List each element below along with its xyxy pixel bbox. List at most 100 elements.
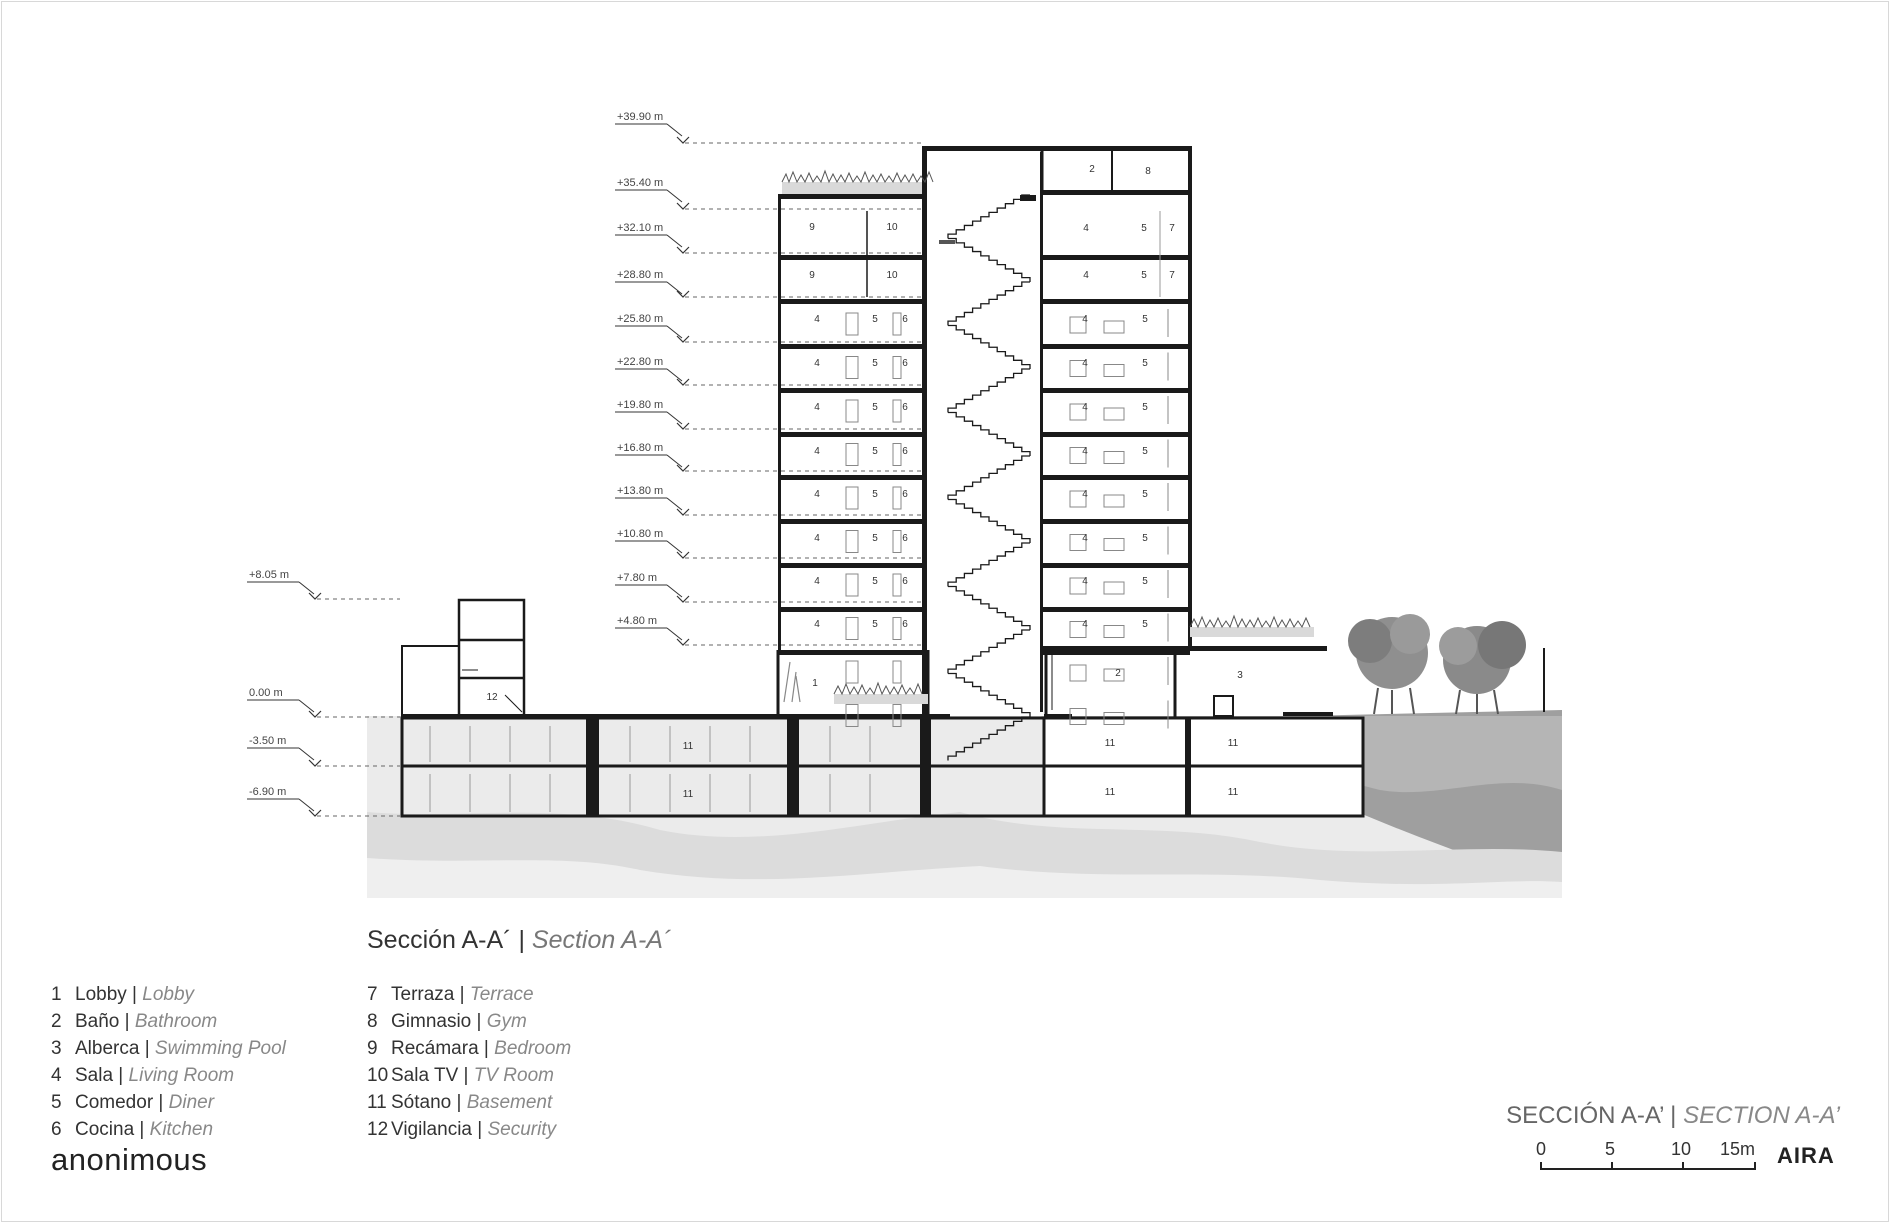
level-marker: +13.80 m [615,485,925,516]
legend-separator: | [471,1011,487,1032]
room-number-bedroom: 9 [809,222,815,233]
room-number-diner: 5 [1142,358,1148,369]
legend-separator: | [134,1119,150,1140]
left-annex [401,598,526,720]
room-number-diner: 5 [1141,223,1147,234]
room-number-living: 4 [1082,446,1088,457]
room-number-diner: 5 [872,489,878,500]
room-number-terrace: 7 [1169,270,1175,281]
legend-number: 7 [367,984,378,1005]
room-number-basement: 11 [1228,738,1239,749]
legend-separator: | [139,1038,155,1059]
section-title-es: Sección A-A´ [367,926,512,954]
legend-separator: | [451,1092,467,1113]
legend-label-en: Basement [466,1092,553,1113]
room-number-basement: 11 [1105,787,1116,798]
legend-label-es: Gimnasio [391,1011,472,1032]
legend-label-en: Living Room [128,1065,235,1086]
room-number-kitchen: 6 [902,489,908,500]
room-number-living: 4 [814,358,820,369]
level-marker: +8.05 m [247,569,400,600]
room-number-diner: 5 [1142,533,1148,544]
scale-label-0: 0 [1536,1139,1547,1159]
room-number-diner: 5 [1142,314,1148,325]
room-number-living: 4 [1082,489,1088,500]
room-number-kitchen: 6 [902,402,908,413]
legend-label-en: Lobby [142,984,195,1005]
legend-label-es: Lobby [75,984,127,1005]
title-block-es: SECCIÓN A-A’ [1506,1102,1664,1129]
room-number-kitchen: 6 [902,446,908,457]
legend-label-en: Bedroom [494,1038,572,1059]
legend-label-en: Terrace [469,984,534,1005]
legend-label-en: Diner [168,1092,215,1113]
title-block-title: SECCIÓN A-A’ | SECTION A-A’ [1506,1102,1840,1130]
room-number-kitchen: 6 [902,358,908,369]
legend-number: 8 [367,1011,378,1032]
room-number-bathroom: 2 [1115,668,1121,679]
legend-label-es: Comedor [75,1092,154,1113]
legend-separator: | [471,1119,488,1140]
room-number-tv: 10 [886,222,898,233]
level-label: -3.50 m [249,735,286,747]
title-block-en: SECTION A-A’ [1683,1102,1840,1129]
ground-slab [402,712,1333,719]
room-number-diner: 5 [872,358,878,369]
brand-anonimous: anonimous [51,1142,208,1177]
title-block-sep: | [1663,1102,1684,1129]
legend-separator: | [113,1065,129,1086]
level-label: +35.40 m [617,177,663,189]
room-number-kitchen: 6 [902,619,908,630]
room-number-living: 4 [1083,270,1089,281]
legend-label-es: Cocina [75,1119,135,1140]
room-number-living: 4 [1082,533,1088,544]
legend-label-es: Terraza [391,984,455,1005]
scale-label-15m: 15m [1720,1139,1756,1159]
level-marker: +7.80 m [615,572,925,603]
scale-label-10: 10 [1671,1139,1692,1159]
legend-separator: | [153,1092,169,1113]
room-number-diner: 5 [1142,619,1148,630]
room-number-living: 4 [1082,314,1088,325]
room-number-basement: 11 [1228,787,1239,798]
room-number-diner: 5 [872,619,878,630]
level-marker: -6.90 m [247,786,400,817]
legend-label-en: Swimming Pool [154,1038,286,1059]
basement-structure [400,716,1365,818]
room-number-basement: 11 [1105,738,1116,749]
level-label: +10.80 m [617,528,663,540]
legend-number: 4 [51,1065,62,1086]
room-number-living: 4 [1082,402,1088,413]
legend-label-es: Sótano [391,1092,452,1113]
legend-number: 11 [367,1092,387,1113]
room-number-security: 12 [486,692,498,703]
tower-structure [778,146,1327,729]
room-number-gym: 8 [1145,166,1151,177]
legend-number: 2 [51,1011,62,1032]
legend-label-es: Sala TV [391,1065,459,1086]
room-number-living: 4 [1083,223,1089,234]
level-label: +25.80 m [617,313,663,325]
legend-label-en: Kitchen [149,1119,214,1140]
legend-number: 9 [367,1038,378,1059]
room-number-living: 4 [1082,619,1088,630]
level-label: +4.80 m [617,615,657,627]
level-marker: +10.80 m [615,528,925,559]
level-marker: +28.80 m [615,269,925,298]
room-number-diner: 5 [872,314,878,325]
level-marker: +22.80 m [615,356,925,386]
level-label: +32.10 m [617,222,663,234]
level-label: +16.80 m [617,442,663,454]
brand-aira: AIRA [1777,1143,1835,1168]
